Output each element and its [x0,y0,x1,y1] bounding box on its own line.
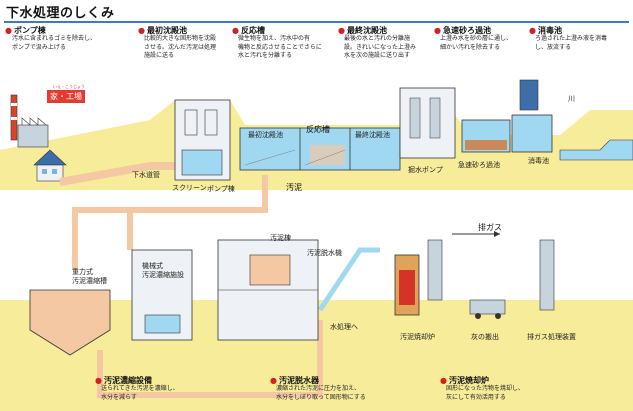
exhaust-tower [539,239,555,311]
sewer-pipe [59,162,180,186]
river [559,139,633,161]
final-basin-label: 最終沈殿池 [355,131,390,139]
section-heading: ●反応槽 [232,26,265,35]
section-heading: ●最終沈殿池 [338,26,387,35]
gravity-thickener-label: 重力式 汚泥濃縮槽 [72,268,107,285]
reaction-tank-label: 反応槽 [306,125,330,134]
sewer-pipe-label: 下水道管 [132,171,160,179]
section-desc: 汚水に含まれるゴミを除去し、ポンプで汲み上げる [12,35,97,51]
section-desc: 送られてきた汚泥を濃縮し、水分を減らす [101,385,179,401]
discharge-pump-label: 掘水ポンプ [408,166,443,174]
house-ruby: いえ・こうじょう [53,84,85,89]
exhaust-gas-label: 排ガス [478,223,502,232]
first-basin-label: 最初沈殿池 [248,131,283,139]
discharge-pump-building [399,87,456,159]
water-return-pipe [317,247,380,312]
disinfection-tank [511,114,553,153]
exhaust-treatment-label: 排ガス処理装置 [527,333,576,341]
section-desc: 比較的大きな固形物を沈殿させる。沈んだ汚泥は処理施設に送る [144,35,217,59]
section-heading: ●ポンプ棟 [5,26,46,35]
incinerator-label: 汚泥焼却炉 [400,333,435,341]
rapid-filter-label: 急速砂ろ過池 [458,161,500,169]
sludge-pipe-2 [72,207,265,270]
disinfection-label: 消毒池 [528,157,549,165]
ash-carryout-label: 灰の搬出 [471,333,499,341]
section-heading: ●消毒池 [529,26,562,35]
gravity-thickener [29,289,111,356]
house-sign: 家・工場 [47,90,85,103]
section-desc: 微生物を加え、汚水中の有機物と反応させることでさらに水と汚れを分離する [238,35,322,59]
pump-building-label: ポンプ棟 [207,185,235,193]
section-heading: ●汚泥濃縮設備 [95,376,152,385]
section-desc: 固形になった汚物を焼却し、灰にして有効活用する [446,385,525,401]
section-desc: ろ過された上澄み液を消毒し、放流する [535,35,608,51]
sludge-label: 汚泥 [286,183,302,192]
dewatering-machine-label: 汚泥脱水機 [307,249,342,257]
section-heading: ●急速砂ろ過池 [434,26,491,35]
section-heading: ●汚泥脱水器 [270,376,319,385]
ash-truck [469,299,506,315]
section-heading: ●最初沈殿池 [138,26,187,35]
to-water-treatment-label: 水処理へ [330,323,358,331]
factory-building [17,124,49,148]
page-title: 下水処理のしくみ [6,6,115,21]
house-body [36,164,64,182]
section-heading: ●汚泥焼却炉 [440,376,489,385]
section-desc: 最後の水と汚れの分離施設。きれいになった上澄み水を次の施設に送り出す [344,35,417,59]
sludge-building-label: 汚泥棟 [270,234,291,242]
sludge-pipe-3 [97,320,323,398]
section-desc: 濃縮された汚泥に圧力を加え、水分をしぼり取って固形物にする [276,385,366,401]
title-rule [4,21,629,23]
mechanical-thickener-label: 機械式 汚泥濃縮施設 [142,262,184,279]
section-desc: 上澄み水を砂の層に通し、細かい汚れを除去する [440,35,513,51]
river-label: 川 [568,95,575,103]
screen-label: スクリーン [172,184,207,192]
